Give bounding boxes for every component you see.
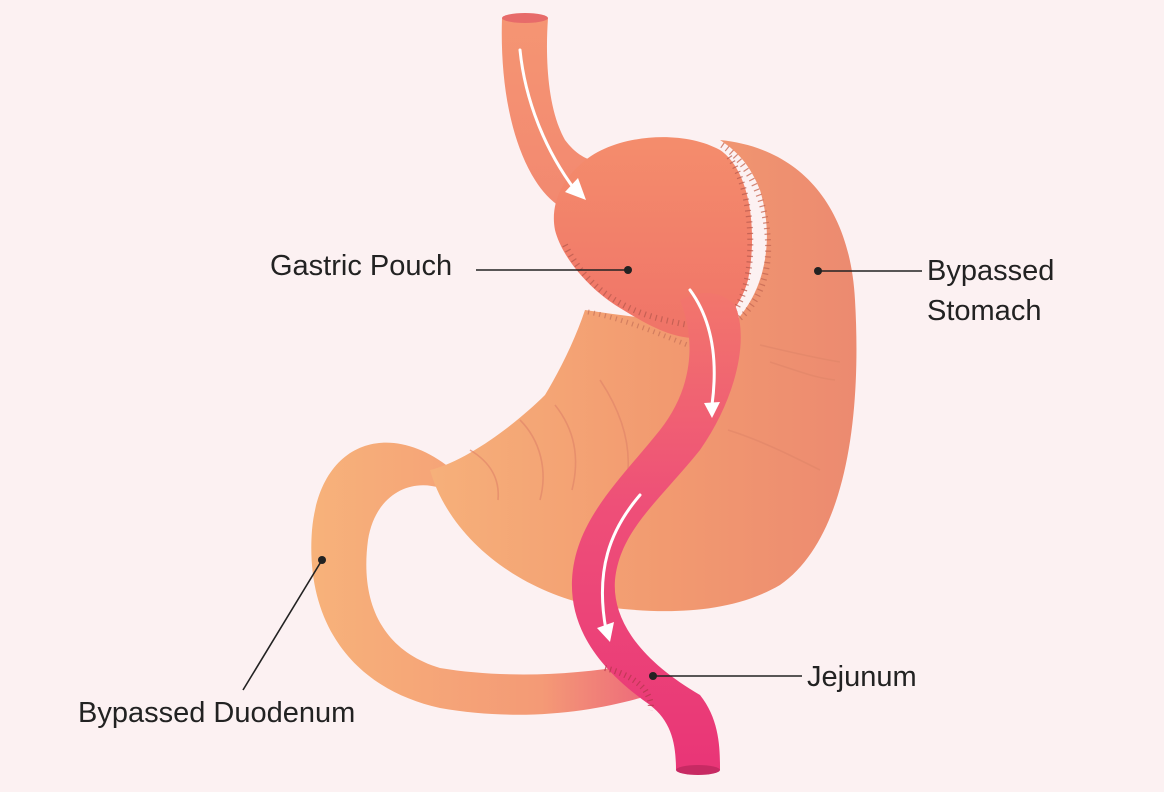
food-flow-arrows bbox=[518, 48, 716, 632]
bypassed-stomach bbox=[430, 140, 857, 612]
leader-dots bbox=[318, 266, 822, 680]
staple-line-bypassed bbox=[720, 142, 772, 321]
esophagus-opening bbox=[502, 13, 548, 23]
bypassed-duodenum bbox=[311, 442, 640, 715]
label-jejunum: Jejunum bbox=[807, 657, 917, 697]
stomach-fold-marks bbox=[469, 344, 841, 501]
label-bypassed-duodenum: Bypassed Duodenum bbox=[78, 693, 355, 733]
leader-lines bbox=[242, 269, 922, 691]
jejunum-text: Jejunum bbox=[807, 661, 917, 693]
gastric-pouch-text: Gastric Pouch bbox=[270, 250, 453, 282]
jejunum-end-opening bbox=[676, 765, 720, 775]
bypassed-stomach-text-line2: Stomach bbox=[927, 295, 1042, 327]
bypassed-duodenum-text: Bypassed Duodenum bbox=[78, 697, 356, 729]
label-gastric-pouch: Gastric Pouch bbox=[270, 246, 452, 286]
jejunum bbox=[571, 293, 741, 770]
bypassed-stomach-text-line1: Bypassed bbox=[927, 255, 1055, 287]
label-bypassed-stomach: Bypassed Stomach bbox=[927, 251, 1054, 331]
staple-line-pouch bbox=[562, 153, 754, 330]
gastric-pouch bbox=[553, 137, 753, 339]
flow-arrowheads bbox=[565, 178, 720, 642]
